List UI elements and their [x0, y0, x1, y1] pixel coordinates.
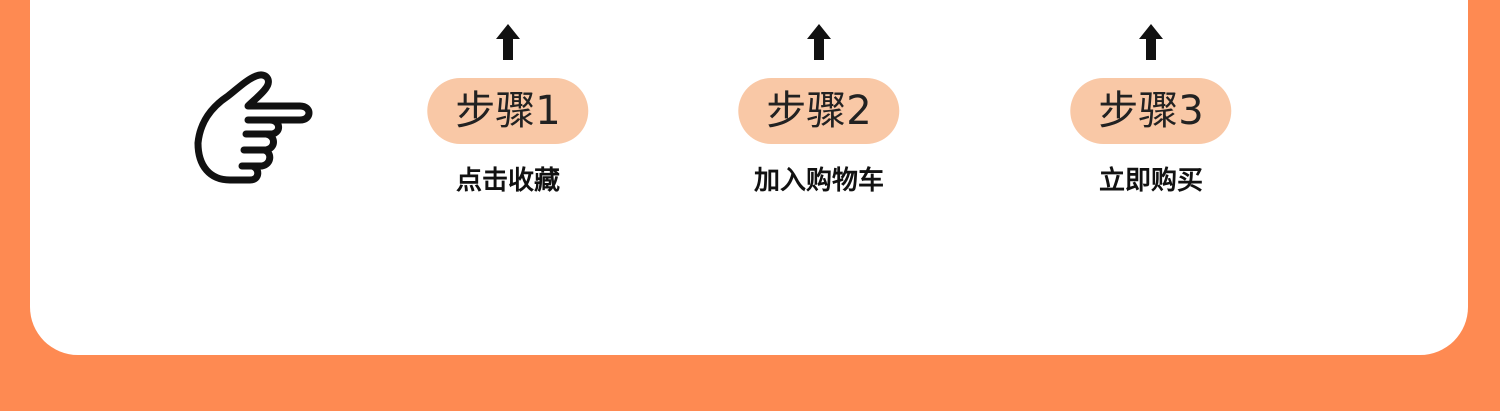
arrow-up-icon	[496, 24, 520, 60]
step-1-pill: 步骤1	[427, 78, 589, 144]
step-1: 步骤1 点击收藏	[408, 22, 608, 202]
step-2-caption: 加入购物车	[753, 166, 884, 196]
step-1-caption: 点击收藏	[455, 166, 560, 196]
arrow-up-icon	[807, 24, 831, 60]
steps-card	[30, 0, 1468, 355]
step-3: 步骤3 立即购买	[1051, 22, 1251, 202]
step-3-caption: 立即购买	[1098, 166, 1203, 196]
step-2: 步骤2 加入购物车	[719, 22, 919, 202]
step-3-pill: 步骤3	[1070, 78, 1232, 144]
arrow-up-icon	[1139, 24, 1163, 60]
step-2-pill: 步骤2	[738, 78, 900, 144]
pointing-hand-icon	[194, 71, 313, 184]
